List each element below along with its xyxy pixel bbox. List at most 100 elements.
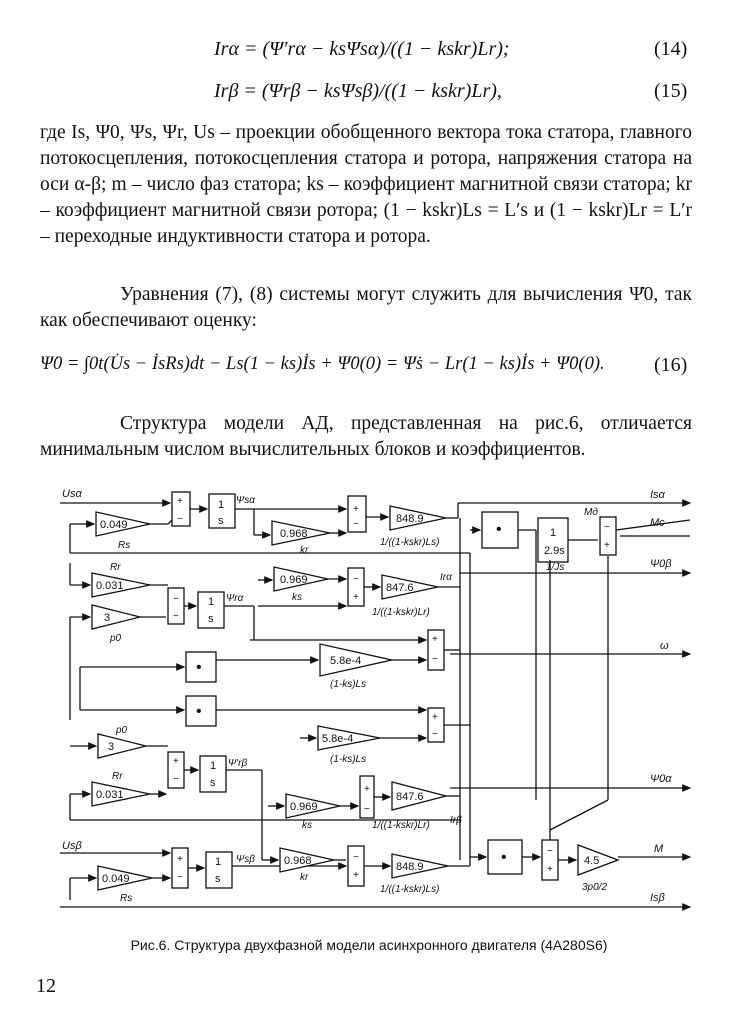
output-m-label: M	[654, 843, 664, 855]
integrator-top-num: 1	[218, 499, 224, 511]
gain-848-top: 848.9	[396, 513, 424, 525]
input-usa-label: Usα	[62, 488, 82, 500]
integrator-rotor-a-den: s	[208, 613, 214, 625]
sum-out-minus: −	[547, 846, 553, 857]
gain-rs-bottom: 0.049	[102, 873, 130, 885]
label-p0-top: p0	[109, 633, 122, 644]
label-three-p: 3p0/2	[582, 882, 607, 893]
gain-kr-bottom: 0.968	[284, 855, 312, 867]
product-top: •	[496, 521, 502, 538]
sum-p-bottom-plus: +	[173, 756, 179, 767]
equation-14-number: (14)	[654, 38, 688, 60]
gain-ks-bottom: 0.969	[290, 801, 318, 813]
sum-top-plus: +	[177, 496, 183, 507]
integrator-bottom-den: s	[215, 873, 221, 885]
product-bottom: •	[501, 849, 507, 866]
label-inv-js: 1/Js	[546, 562, 564, 573]
label-ir-a: Irα	[440, 572, 452, 583]
gain-848-bottom: 848.9	[396, 861, 424, 873]
integrator-rotor-b-num: 1	[210, 760, 216, 772]
label-rr-top: Rr	[110, 562, 121, 573]
product-mid: •	[196, 659, 202, 676]
sum-kr-bottom-plus: +	[353, 870, 359, 881]
gain-rr-top: 0.031	[96, 580, 124, 592]
sum-low-plus: +	[432, 712, 438, 723]
equation-15-number: (15)	[654, 80, 688, 102]
sum-rr-top-minus: −	[173, 594, 179, 605]
sum-ks-top-plus: +	[353, 592, 359, 603]
gain-p-bottom: 3	[108, 741, 114, 753]
sum-kr-top-minus: −	[353, 519, 359, 530]
gain-kr-top: 0.968	[280, 528, 308, 540]
label-p0-bottom: p0	[115, 725, 128, 736]
gain-847-bottom: 847.6	[396, 791, 424, 803]
gain-58e4-bottom: 5.8e-4	[322, 733, 353, 745]
equation-15: Irβ = (Ψrβ − ksΨsβ)/((1 − kskr)Lr),	[214, 80, 502, 102]
integrator-js-den: 2.9s	[544, 545, 565, 557]
sum-ks-top-minus: −	[353, 574, 359, 585]
sum-mid-minus: −	[432, 654, 438, 665]
figure-caption: Рис.6. Структура двухфазной модели асинх…	[130, 937, 608, 953]
output-isa-label: Isα	[650, 489, 666, 501]
output-psi0b-label: Ψ0β	[650, 558, 672, 570]
input-usb-label: Usβ	[62, 840, 82, 852]
sum-low-minus: −	[432, 729, 438, 740]
equation-16-number: (16)	[654, 354, 688, 376]
label-psi-ra: Ψrα	[226, 593, 244, 604]
output-omega-label: ω	[660, 640, 669, 652]
gain-847-top: 847.6	[386, 582, 414, 594]
equation-16: Ψ̇0 = ∫0t(U̇s − İsRs)dt − Ls(1 − ks)İs +…	[40, 354, 605, 374]
paragraph-definitions: где Is, Ψ0, Ψs, Ψr, Us – проекции обобще…	[40, 122, 692, 247]
label-inv-lr-top: 1/((1-kskr)Lr)	[372, 607, 430, 618]
label-ks-top: ks	[292, 592, 302, 603]
paragraph-estimate: Уравнения (7), (8) системы могут служить…	[40, 284, 692, 331]
sum-out-plus: +	[547, 864, 553, 875]
label-ir-b: Irβ	[450, 815, 462, 826]
sum-kr-top-plus: +	[353, 504, 359, 515]
integrator-js-num: 1	[550, 527, 556, 539]
label-rr-bottom: Rr	[112, 771, 123, 782]
sum-bottom-minus: −	[177, 872, 183, 883]
label-ks-bottom: ks	[302, 820, 312, 831]
paragraph-structure: Структура модели АД, представленная на р…	[40, 413, 692, 460]
gain-output: 4.5	[584, 855, 599, 867]
label-psi-rb: Ψ′rβ	[228, 758, 248, 769]
integrator-rotor-a-num: 1	[208, 596, 214, 608]
label-kr-top: kr	[300, 545, 309, 556]
label-inv-lr-bottom: 1/((1-kskr)Lr)	[372, 820, 430, 831]
output-psi0a-label: Ψ0α	[650, 773, 672, 785]
sum-md-plus: +	[604, 540, 610, 551]
equation-14: Irα = (Ψ′rα − ksΨsα)/((1 − kskr)Lr);	[214, 38, 510, 60]
label-md: Mд	[584, 507, 598, 518]
sum-kr-bottom-minus: −	[353, 852, 359, 863]
gain-p-top: 3	[104, 612, 110, 624]
sum-rr-top-minus-2: −	[173, 611, 179, 622]
integrator-bottom-num: 1	[215, 856, 221, 868]
integrator-rotor-b-den: s	[210, 777, 216, 789]
sum-top-minus: −	[177, 514, 183, 525]
sum-md-minus: −	[604, 522, 610, 533]
sum-p-bottom-minus: −	[173, 774, 179, 785]
input-mc-label: Mc	[650, 517, 665, 529]
sum-bottom-plus: +	[177, 854, 183, 865]
output-isb-label: Isβ	[650, 892, 666, 904]
label-ksls-bottom: (1-ks)Ls	[330, 754, 366, 765]
label-kr-bottom: kr	[300, 872, 309, 883]
gain-rs-top: 0.049	[100, 519, 128, 531]
label-rs-bottom: Rs	[120, 893, 132, 904]
label-psi-sb: Ψsβ	[236, 854, 255, 865]
integrator-top-den: s	[218, 515, 224, 527]
gain-58e4-top: 5.8e-4	[330, 655, 361, 667]
product-low: •	[196, 703, 202, 720]
label-ksls-top: (1-ks)Ls	[330, 679, 366, 690]
sum-ks-bottom-plus: +	[364, 784, 370, 795]
sum-ks-bottom-minus: −	[364, 804, 370, 815]
sum-mid-plus: +	[432, 634, 438, 645]
label-psi-sa: Ψsα	[236, 495, 255, 506]
label-inv-ls-top: 1/((1-kskr)Ls)	[380, 537, 439, 548]
label-inv-ls-bottom: 1/((1-kskr)Ls)	[380, 884, 439, 895]
page-number: 12	[36, 975, 56, 997]
label-rs-top: Rs	[118, 540, 130, 551]
block-diagram: Usα Usβ Isα Mc Ψ0β ω Ψ0α M Isβ 0.049 0.9…	[60, 488, 692, 911]
gain-rr-bottom: 0.031	[96, 789, 124, 801]
